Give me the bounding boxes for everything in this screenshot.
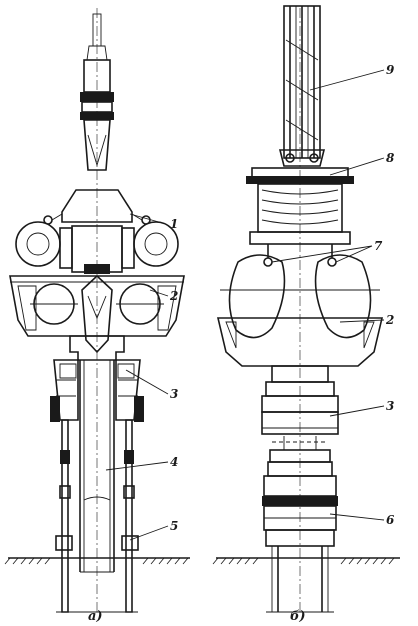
callout-a-5: 5 bbox=[170, 519, 178, 533]
panel-a-leaders bbox=[105, 213, 169, 541]
callout-b-9: 9 bbox=[386, 63, 395, 77]
panel-a-upper-rod bbox=[80, 13, 114, 171]
panel-a-casing bbox=[55, 419, 139, 613]
callout-a-2: 2 bbox=[169, 289, 178, 303]
callout-a-4: 4 bbox=[170, 455, 178, 469]
callout-b-2: 2 bbox=[385, 313, 394, 327]
panel-a-vibrator-body bbox=[9, 274, 185, 354]
callout-b-7: 7 bbox=[374, 239, 383, 253]
panel-a-caption: а) bbox=[88, 609, 103, 624]
panel-b-pile bbox=[262, 449, 338, 613]
panel-a-ground bbox=[4, 557, 190, 565]
callout-a-3: 3 bbox=[170, 387, 178, 401]
callout-a-1: 1 bbox=[170, 217, 178, 231]
panel-b-adapter bbox=[261, 365, 339, 450]
panel-b-callouts: 9 8 7 2 3 6 bbox=[374, 63, 395, 527]
panel-a-eccentrics bbox=[15, 221, 179, 274]
panel-a-callouts: 1 2 3 4 5 bbox=[169, 217, 178, 533]
panel-b-ground bbox=[212, 557, 400, 565]
panel-b-cables bbox=[278, 5, 326, 167]
callout-b-6: 6 bbox=[386, 513, 395, 527]
panel-b-caption: б) bbox=[290, 609, 306, 624]
panel-b-drawing: 9 8 7 2 3 6 б) bbox=[212, 5, 400, 624]
panel-a-adapter bbox=[50, 335, 144, 422]
callout-b-3: 3 bbox=[386, 399, 394, 413]
panel-a-core-pipe bbox=[79, 360, 115, 573]
callout-b-8: 8 bbox=[386, 151, 395, 165]
panel-a-drawing: 1 2 3 4 5 а) bbox=[4, 8, 190, 624]
panel-b-leaders bbox=[271, 69, 385, 521]
panel-b-spring-block bbox=[246, 167, 354, 245]
panel-b-vibrator-body bbox=[216, 254, 384, 367]
